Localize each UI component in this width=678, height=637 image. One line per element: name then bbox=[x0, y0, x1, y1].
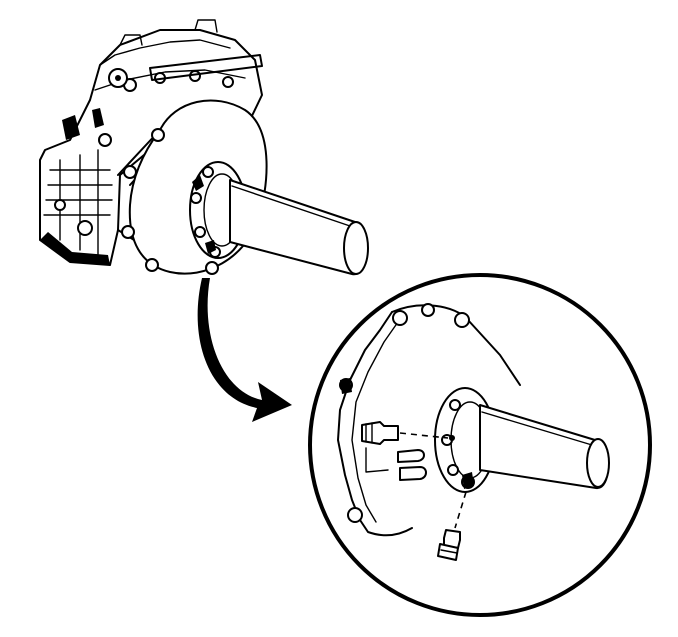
detail-bell-housing-flange bbox=[337, 303, 521, 537]
engine-block bbox=[39, 19, 263, 266]
converter-holding-tool-shaft bbox=[229, 179, 369, 276]
detail-cover-bolt-horizontal bbox=[361, 421, 449, 445]
detail-cover-bolt-vertical bbox=[437, 491, 467, 561]
curved-arrow-icon bbox=[197, 278, 292, 422]
detail-dowel-pins bbox=[365, 447, 427, 481]
detail-holding-tool-shaft bbox=[479, 404, 610, 489]
